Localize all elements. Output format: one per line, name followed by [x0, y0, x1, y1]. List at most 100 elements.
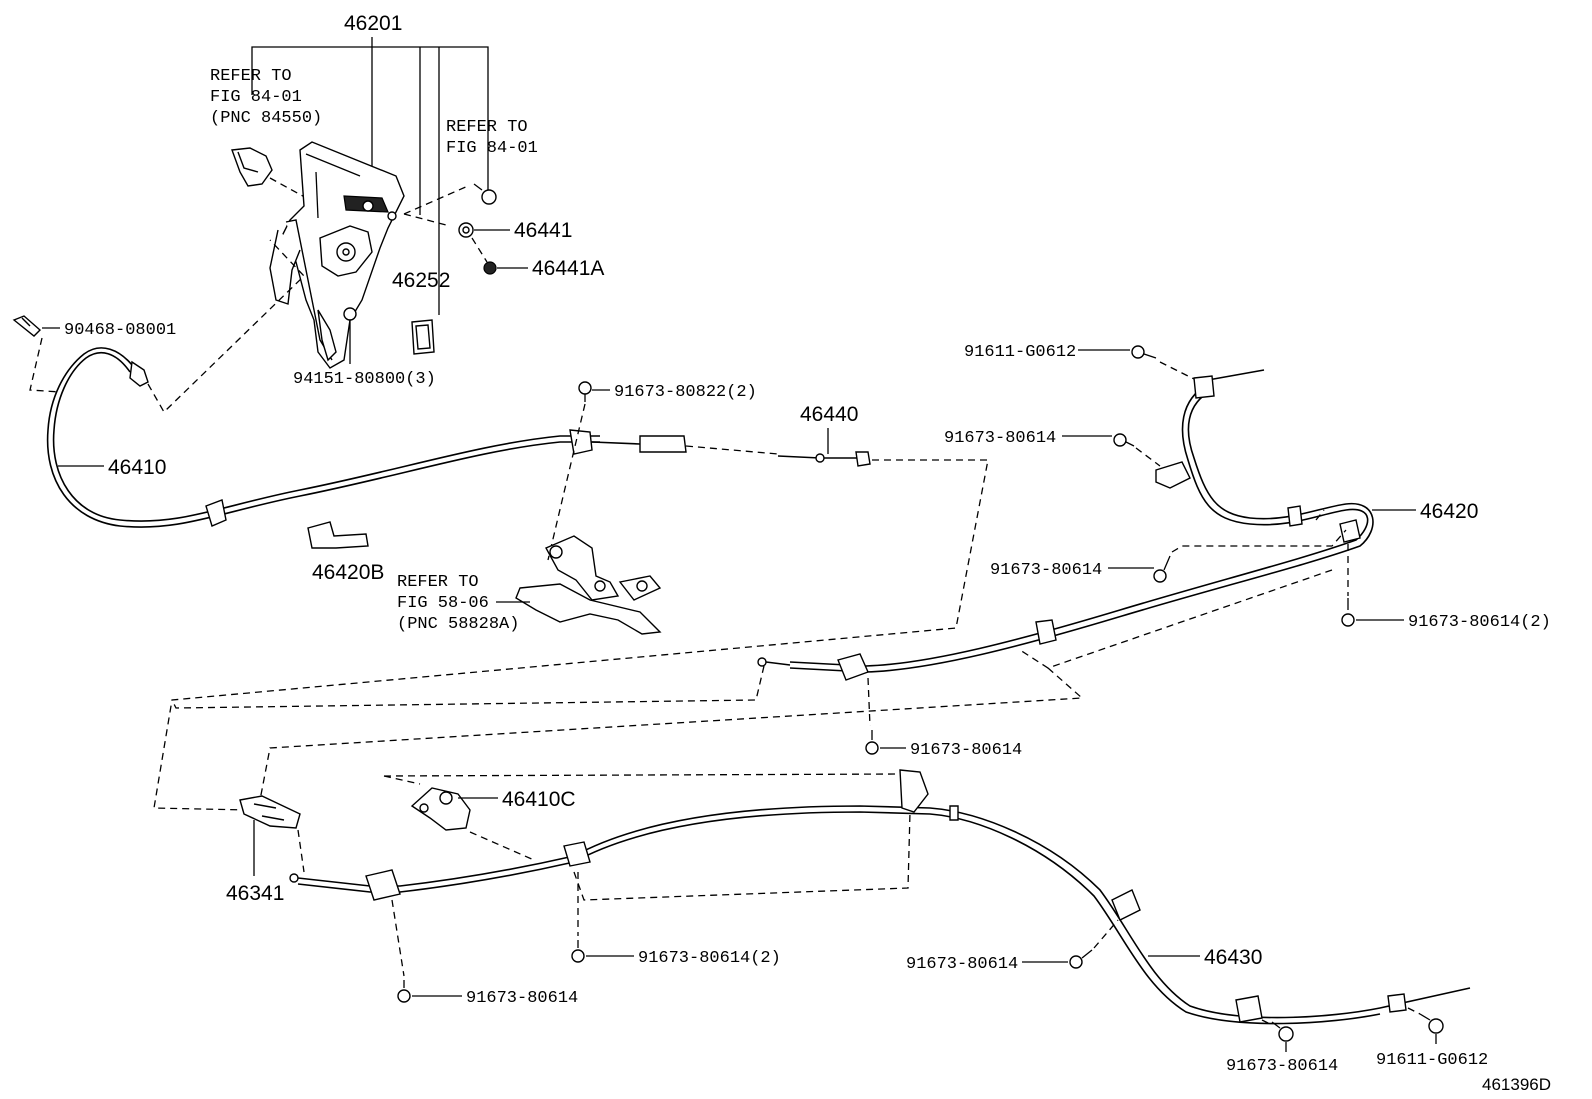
cable-rod	[591, 441, 641, 445]
cable-46420-tip-icon	[757, 657, 767, 667]
cable-46430-ring-icon	[949, 805, 959, 821]
clip-icon	[12, 315, 42, 337]
cable-46430-clip-icon	[1111, 889, 1141, 921]
label-80614-h: 91673-80614	[1226, 1057, 1338, 1076]
refer-line-2: FIG 84-01	[210, 88, 302, 107]
washer-icon	[458, 222, 474, 238]
refer-fig-58-06: REFER TO FIG 58-06 (PNC 58828A)	[397, 573, 519, 634]
bolt-80614-c-icon	[1341, 598, 1355, 627]
dash-80614-c2	[1019, 569, 1333, 669]
dash-80822	[547, 403, 586, 561]
label-80614-d: 91673-80614	[910, 741, 1022, 760]
bolt-80614-g-icon	[1069, 949, 1093, 969]
dash-91611-bottom	[1407, 1007, 1421, 1015]
label-46420: 46420	[1420, 500, 1478, 523]
cable-46420-grommet2-icon	[1339, 519, 1361, 543]
bolt-80822-icon	[578, 381, 592, 402]
label-46341: 46341	[226, 882, 284, 905]
label-46420B: 46420B	[312, 561, 384, 584]
dash-80614-a	[1135, 447, 1161, 467]
dash-80614-h	[1261, 1019, 1271, 1025]
cable-46430-mount-icon	[899, 769, 929, 813]
equalizer-ribs	[253, 803, 285, 821]
cable-46420-clip-icon	[1035, 619, 1057, 645]
front-cable-group: 90468-08001 46410 91673-80822(2) 46420B	[12, 239, 757, 635]
nut-94151-icon	[343, 307, 357, 321]
dash-80614-b	[1171, 529, 1347, 553]
dash-connector-rod	[685, 445, 779, 455]
label-80614-f: 91673-80614	[466, 989, 578, 1008]
cable-46430-bracket-icon	[365, 869, 401, 901]
dash-46341	[297, 829, 305, 873]
cable-bracket-icon	[569, 429, 593, 455]
dash-cable-junction	[259, 667, 1084, 801]
dash-80614-g	[1093, 919, 1119, 949]
cable-46420-clamp-icon	[1193, 375, 1215, 399]
label-46410C: 46410C	[502, 788, 576, 811]
dash-80614-e-loop	[573, 811, 911, 901]
refer-c-line-1: REFER TO	[397, 573, 479, 592]
label-46440: 46440	[800, 403, 858, 426]
bracket-46201	[251, 46, 489, 190]
cable-46430-end-icon	[1387, 993, 1407, 1013]
clamp-46410C-icon	[410, 787, 471, 831]
label-80614-b: 91673-80614	[990, 561, 1102, 580]
equalizer-46341-icon	[239, 795, 301, 829]
cable-46430-clamp-icon	[563, 841, 591, 867]
cable-46420-bracket-icon	[1155, 461, 1191, 489]
label-80822: 91673-80822(2)	[614, 383, 757, 402]
cable-46420-end	[1207, 369, 1265, 381]
label-46410: 46410	[108, 456, 166, 479]
label-80614-c: 91673-80614(2)	[1408, 613, 1551, 632]
bracket-46420B-icon	[307, 521, 369, 549]
cable-46430	[297, 805, 1471, 1019]
bolt-91611-bottom-icon	[1419, 1013, 1444, 1034]
nut-icon	[483, 261, 497, 275]
dash-46410C-a	[383, 775, 421, 785]
figure-id: 461396D	[1482, 1075, 1551, 1094]
bolt-80614-b-icon	[1153, 555, 1171, 583]
label-91611-top: 91611-G0612	[964, 343, 1076, 362]
parking-brake-lever	[269, 141, 405, 369]
cable-connector-icon	[639, 435, 687, 453]
dash-clip-cable	[29, 337, 61, 393]
cable-46420-bracket2-icon	[837, 653, 869, 681]
refer-c-line-3: (PNC 58828A)	[397, 615, 519, 634]
refer-b-line-2: FIG 84-01	[446, 139, 538, 158]
label-46430: 46430	[1204, 946, 1262, 969]
equalizer-46341-group: 46341 46410C	[226, 773, 905, 905]
dash-46441A	[471, 237, 488, 263]
label-46252: 46252	[392, 269, 450, 292]
dash-46410C-b	[469, 831, 535, 861]
label-80614-g: 91673-80614	[906, 955, 1018, 974]
cable-end-icon	[129, 360, 149, 387]
refer-b-line-1: REFER TO	[446, 118, 528, 137]
refer-c-line-2: FIG 58-06	[397, 594, 489, 613]
bolt-80614-e-icon	[571, 940, 585, 963]
cable-46420-inner	[789, 389, 1374, 673]
lever-assembly-group: 46201 REFER TO FIG 84-01 (PNC 84550) REF…	[210, 12, 604, 389]
dash-cable-lever	[147, 239, 305, 414]
refer-line-3: (PNC 84550)	[210, 109, 322, 128]
label-80614-a: 91673-80614	[944, 429, 1056, 448]
dash-lever-bolt	[403, 185, 469, 215]
label-46441A: 46441A	[532, 257, 604, 280]
bolt-80614-h-icon	[1271, 1021, 1294, 1042]
label-46441: 46441	[514, 219, 572, 242]
dash-lever-washer	[403, 213, 451, 227]
bolt-80614-d-icon	[865, 730, 879, 755]
cable-clamp-icon	[205, 499, 227, 527]
refer-fig-84-01-pnc-84550: REFER TO FIG 84-01 (PNC 84550)	[210, 67, 322, 128]
equalizer-46440-group: 46440	[153, 403, 989, 811]
dash-80614-b2	[1315, 509, 1325, 521]
brake-switch-part	[231, 147, 311, 201]
label-80614-e: 91673-80614(2)	[638, 949, 781, 968]
rear-cable-46430-group: 91673-80614(2) 91673-80614 91673-80614 4…	[289, 769, 1488, 1076]
pad-icon	[411, 319, 435, 355]
equalizer-bracket-assembly	[515, 535, 662, 635]
cable-46430-inner	[297, 811, 1381, 1025]
dash-46420-tip	[171, 665, 765, 709]
bolt-icon	[473, 183, 497, 205]
dash-80614-d	[867, 677, 871, 727]
